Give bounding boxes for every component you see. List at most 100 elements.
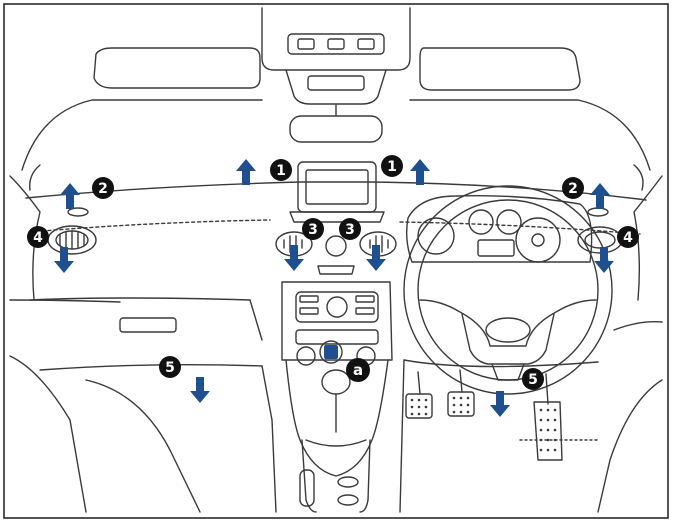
arrow-down-icon — [366, 245, 386, 271]
svg-text:1: 1 — [387, 159, 397, 175]
callout-1-right: 1 — [381, 155, 403, 177]
clutch-arm — [417, 371, 421, 395]
steering-wheel-spokes — [419, 299, 597, 347]
center-screen-display — [305, 169, 369, 205]
glovebox-bottom — [39, 363, 263, 371]
roof-switch-2 — [327, 38, 345, 50]
brake-arm — [459, 369, 463, 393]
rearview-mirror — [289, 115, 383, 143]
arrow-up-icon — [60, 183, 80, 209]
callout-2-left: 2 — [92, 177, 114, 199]
driver-footwell-left — [399, 359, 405, 513]
roof-switch-3 — [357, 38, 375, 50]
handbrake — [299, 469, 315, 507]
callout-a: a — [346, 358, 370, 382]
callout-4-right: 4 — [617, 226, 639, 248]
arrow-down-icon — [284, 245, 304, 271]
center-switch-strip — [317, 265, 355, 275]
gear-knob — [321, 369, 351, 395]
gear-boot-fold — [305, 439, 367, 447]
hazard-button — [325, 235, 347, 257]
a-pillar-right — [633, 164, 644, 191]
left-seat-edge — [9, 355, 87, 513]
left-door-line — [9, 175, 41, 301]
small-gauge-2 — [496, 209, 522, 235]
passenger-floor-left — [85, 379, 201, 513]
svg-text:1: 1 — [276, 163, 286, 179]
dash-trim-left — [29, 219, 271, 233]
svg-text:4: 4 — [33, 230, 43, 246]
pedal-texture — [410, 396, 557, 452]
callout-2-right: 2 — [562, 177, 584, 199]
cup-holder-2 — [337, 494, 359, 506]
steering-hub — [461, 313, 555, 365]
small-gauge-1 — [468, 209, 494, 235]
svg-text:5: 5 — [528, 372, 538, 388]
roof-console — [261, 7, 411, 71]
sun-visor-right — [419, 47, 581, 91]
driver-footwell-top — [403, 359, 599, 368]
instrument-hood — [405, 194, 593, 263]
accelerator-arm — [545, 373, 549, 405]
callout-1-left: 1 — [270, 159, 292, 181]
arrow-down-icon — [190, 377, 210, 403]
svg-text:3: 3 — [308, 222, 318, 238]
right-defrost-vent — [587, 207, 609, 217]
left-defrost-vent — [67, 207, 89, 217]
radio-knob — [326, 296, 348, 318]
svg-text:5: 5 — [165, 360, 175, 376]
screen-base — [289, 211, 385, 223]
overhead-module — [285, 69, 387, 105]
callout-5-right: 5 — [522, 368, 544, 390]
gear-boot — [285, 359, 389, 477]
sun-visor-left — [93, 47, 261, 89]
svg-text:a: a — [353, 361, 363, 379]
windshield-left — [21, 99, 263, 171]
right-door-line — [633, 175, 663, 301]
climate-knob-left — [296, 346, 316, 366]
dashboard-top — [25, 181, 647, 201]
diagram-frame — [3, 3, 669, 519]
tunnel-left — [301, 439, 317, 513]
highlighted-control — [324, 345, 338, 359]
callout-5-left: 5 — [159, 356, 181, 378]
arrow-down-icon — [490, 391, 510, 417]
callout-3-left: 3 — [302, 218, 324, 240]
svg-text:4: 4 — [623, 230, 633, 246]
passenger-floor-right — [261, 365, 277, 513]
rev-gauge — [417, 217, 455, 255]
cup-holder-1 — [337, 476, 359, 488]
callout-4-left: 4 — [27, 226, 49, 248]
radio-panel — [295, 291, 379, 323]
clutch-pedal — [405, 393, 433, 419]
arrow-up-icon — [410, 159, 430, 185]
line-art — [9, 7, 663, 513]
center-stack — [281, 281, 393, 361]
steering-center-pad — [485, 317, 531, 343]
svg-text:2: 2 — [568, 181, 578, 197]
speedometer — [515, 217, 561, 263]
right-lower-dash — [613, 320, 663, 331]
right-door-bottom — [597, 379, 663, 513]
callout-badges: 1 1 2 2 3 3 4 4 5 5 a — [27, 155, 639, 390]
overhead-display — [307, 75, 365, 91]
glovebox-handle — [119, 317, 177, 333]
steering-wheel-rim-inner — [417, 199, 599, 381]
right-vent-inner — [584, 231, 616, 249]
steering-wheel-rim-outer — [403, 185, 613, 395]
a-pillar-left — [29, 164, 41, 191]
arrow-up-icon — [236, 159, 256, 185]
climate-strip — [295, 329, 379, 345]
brake-pedal — [447, 391, 475, 417]
tunnel-right — [359, 439, 371, 513]
roof-switch-1 — [297, 38, 315, 50]
windshield-right — [409, 99, 651, 171]
steering-column — [491, 363, 525, 381]
glovebox-top — [29, 297, 263, 341]
left-lower-dash — [9, 299, 121, 303]
cluster-display — [477, 239, 515, 257]
svg-text:2: 2 — [98, 181, 108, 197]
svg-text:3: 3 — [345, 222, 355, 238]
